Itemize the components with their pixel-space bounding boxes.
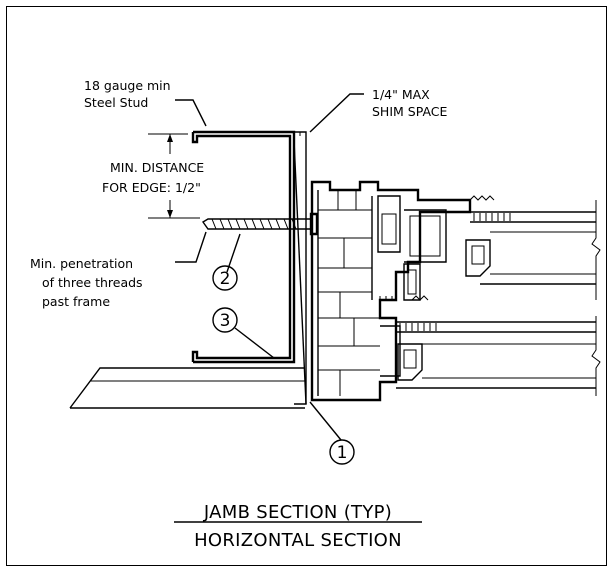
drawing-border	[6, 6, 607, 566]
callout-1-number: 1	[337, 443, 348, 463]
callout-2-number: 2	[220, 269, 231, 289]
shim-space	[293, 131, 307, 405]
label-edge-line2: FOR EDGE: 1/2"	[102, 180, 201, 195]
title-line2: HORIZONTAL SECTION	[194, 530, 402, 551]
callout-2: 2	[212, 265, 238, 291]
screw	[201, 212, 319, 236]
callout-1: 1	[329, 439, 355, 465]
label-shim-line1: 1/4" MAX	[372, 87, 430, 102]
window-frame	[310, 180, 495, 402]
label-stud-line2: Steel Stud	[84, 95, 148, 110]
label-shim-line2: SHIM SPACE	[372, 104, 448, 119]
label-stud-line1: 18 gauge min	[84, 78, 171, 93]
label-pen-line3: past frame	[42, 294, 110, 309]
edge-distance-dimension	[148, 133, 200, 219]
steel-stud	[191, 130, 296, 364]
title-line1: JAMB SECTION (TYP)	[203, 502, 392, 523]
wall-slab	[69, 367, 305, 409]
label-edge-line1: MIN. DISTANCE	[110, 160, 204, 175]
glass-units	[396, 200, 601, 396]
callout-3-number: 3	[220, 311, 231, 331]
leader-lines	[175, 93, 364, 441]
callout-3: 3	[212, 307, 238, 333]
label-pen-line2: of three threads	[42, 275, 143, 290]
label-pen-line1: Min. penetration	[30, 256, 133, 271]
